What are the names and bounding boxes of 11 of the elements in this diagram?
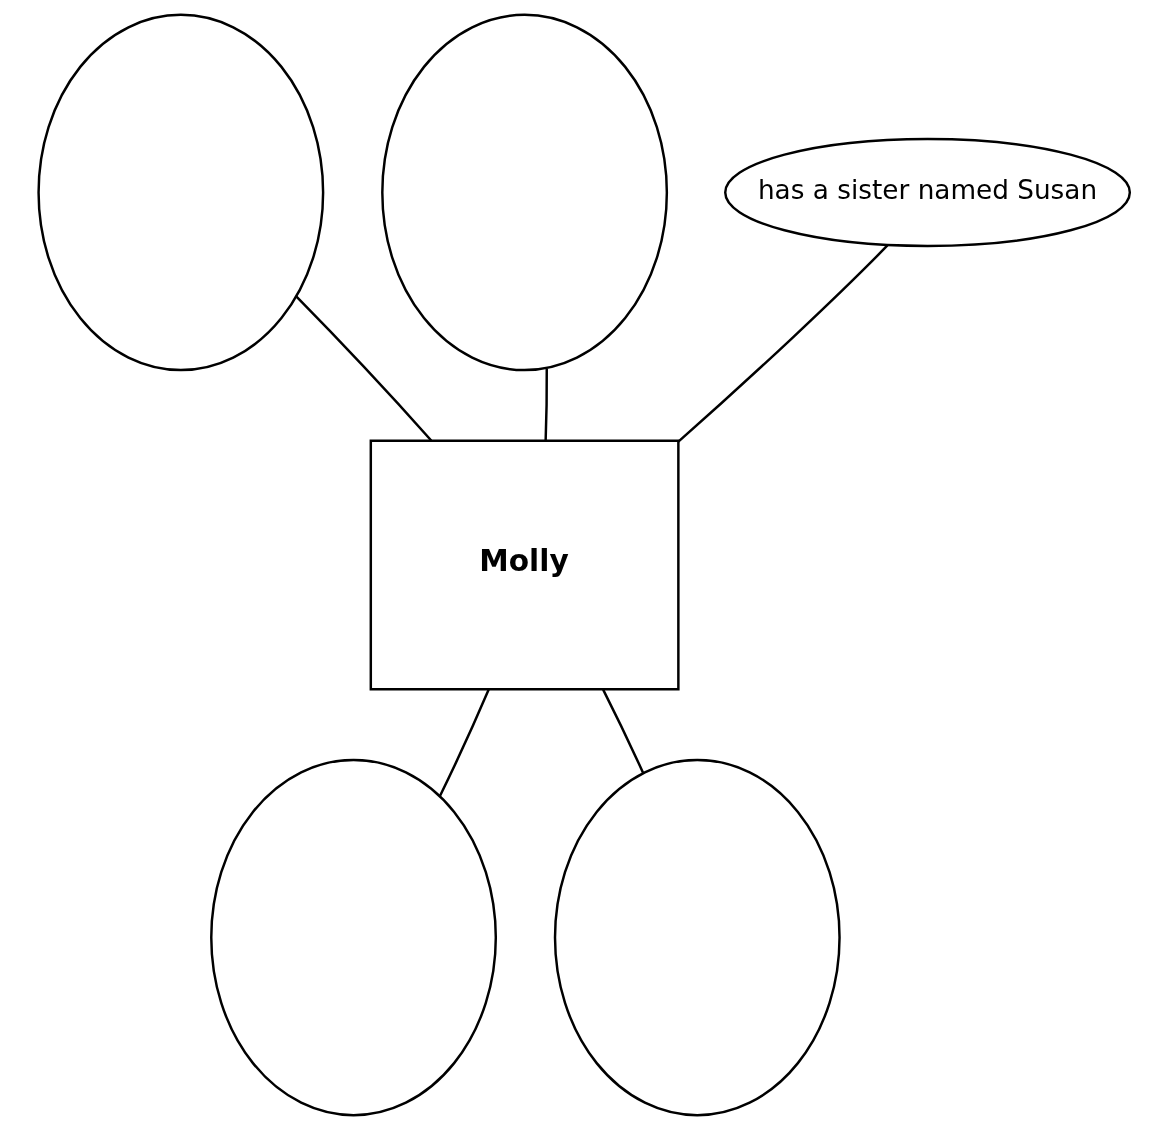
connector <box>677 244 888 443</box>
node-box: Molly <box>369 439 680 691</box>
node-ellipse <box>36 13 324 372</box>
node-ellipse: has a sister named Susan <box>723 137 1131 248</box>
connector <box>294 295 432 442</box>
node-ellipse <box>209 758 497 1117</box>
connector <box>601 689 644 774</box>
node-ellipse <box>380 13 668 372</box>
connector <box>543 368 548 441</box>
node-ellipse <box>553 758 841 1117</box>
connector <box>438 689 490 797</box>
